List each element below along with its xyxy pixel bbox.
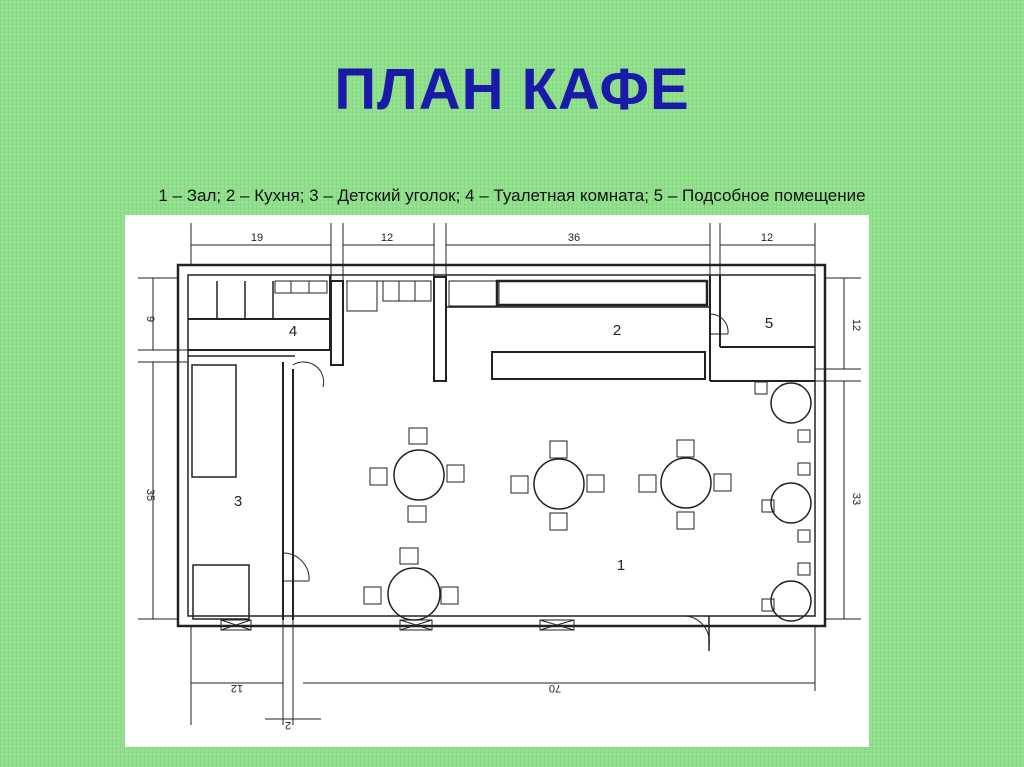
wall-column-1 <box>330 280 344 366</box>
dim-right-1: 12 <box>850 319 862 331</box>
room-label-kitchen: 2 <box>613 322 621 339</box>
dim-top-1: 19 <box>251 232 263 244</box>
floor-plan: 19 12 36 12 9 35 12 33 12 70 2 1 2 3 4 5 <box>125 215 869 747</box>
room-label-hall: 1 <box>617 557 625 574</box>
floor-plan-drawing: 19 12 36 12 9 35 12 33 12 70 2 1 2 3 4 5 <box>138 223 862 731</box>
dim-left-2: 35 <box>144 489 156 501</box>
table <box>638 439 732 530</box>
kids-corner <box>191 361 325 620</box>
table <box>363 547 459 621</box>
dim-top-4: 12 <box>761 232 773 244</box>
outer-wall-inner <box>187 274 816 617</box>
outer-wall-outer <box>176 263 827 628</box>
dim-top-3: 36 <box>568 232 580 244</box>
table <box>510 440 605 531</box>
dim-bottom-1: 12 <box>231 682 243 694</box>
room-label-toilet: 4 <box>289 323 297 340</box>
top-shelves <box>346 280 500 312</box>
dim-bottom-2: 70 <box>549 682 561 694</box>
room-label-utility: 5 <box>765 315 773 332</box>
room-label-kids: 3 <box>234 493 242 510</box>
toilet-room <box>188 275 331 357</box>
windows <box>220 619 575 631</box>
dim-left-1: 9 <box>144 316 156 322</box>
table <box>369 427 465 523</box>
dim-right-2: 33 <box>850 493 862 505</box>
dining-tables <box>363 381 812 622</box>
wall-column-2 <box>433 276 447 382</box>
wall-tables <box>754 381 812 622</box>
entrance-door <box>684 615 710 651</box>
legend-text: 1 – Зал; 2 – Кухня; 3 – Детский уголок; … <box>158 186 866 205</box>
dim-top-2: 12 <box>381 232 393 244</box>
extension-lines <box>138 223 861 725</box>
kitchen-room <box>446 275 815 382</box>
dim-bottom-3: 2 <box>285 719 291 731</box>
page-title: ПЛАН КАФЕ <box>334 57 690 122</box>
dimension-lines <box>152 244 845 720</box>
